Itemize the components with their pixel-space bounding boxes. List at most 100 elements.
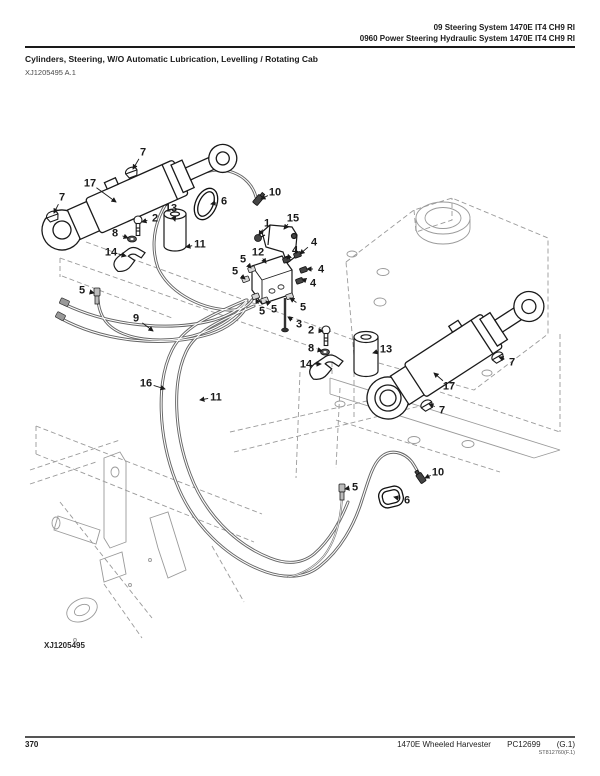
o-ring-6-bottom	[377, 485, 405, 509]
callout-leader	[372, 349, 379, 355]
callout-label: 12	[252, 247, 264, 259]
callout-label: 5	[259, 306, 265, 318]
plug-7a	[124, 166, 138, 179]
page-header: 09 Steering System 1470E IT4 CH9 RI 0960…	[360, 22, 575, 44]
figure-caption: XJ1205495	[44, 641, 85, 650]
callout-label: 6	[404, 495, 410, 507]
section-title: Cylinders, Steering, W/O Automatic Lubri…	[25, 54, 318, 64]
header-rule	[25, 46, 575, 48]
callout-label: 13	[380, 344, 392, 356]
callout-label: 7	[509, 357, 515, 369]
callout-leader	[286, 253, 293, 260]
callout-label: 17	[84, 178, 96, 190]
callout-leader	[53, 203, 59, 214]
callout-label: 5	[352, 482, 358, 494]
callout-label: 2	[308, 325, 314, 337]
right-cylinder	[366, 290, 545, 420]
bolt-3	[281, 298, 289, 333]
hose-11-long	[175, 304, 350, 564]
callout-label: 16	[140, 378, 152, 390]
callout-label: 15	[287, 213, 299, 225]
hose-crimp	[59, 297, 70, 307]
hydraulic-hoses	[55, 168, 422, 578]
callout-leader	[283, 223, 289, 230]
callout-leader	[210, 200, 217, 206]
callout-label: 5	[300, 302, 306, 314]
callout-leader	[287, 316, 294, 322]
fitting-5-bottom	[338, 483, 346, 501]
callout-leader	[261, 257, 267, 264]
variant-code: XJ1205495 A.1	[25, 68, 76, 77]
clamp-14-right	[309, 354, 344, 381]
callout-label: 5	[240, 254, 246, 266]
header-line2: 0960 Power Steering Hydraulic System 147…	[359, 34, 575, 43]
callout-leader	[88, 289, 95, 295]
callout-leader	[301, 278, 308, 284]
callout-leader	[171, 215, 177, 222]
callout-label: 5	[271, 304, 277, 316]
callout-label: 10	[432, 467, 444, 479]
footer-catalog: PC12699	[507, 740, 541, 749]
footer-rule	[25, 736, 575, 738]
callout-leader	[393, 495, 400, 501]
callout-label: 5	[79, 285, 85, 297]
callout-label: 4	[311, 237, 318, 249]
callout-label: 7	[140, 147, 146, 159]
callout-label: 2	[152, 213, 158, 225]
callout-leader	[96, 187, 117, 203]
callout-leader	[289, 297, 297, 303]
bushing-13-left	[163, 208, 187, 252]
callout-leader	[316, 347, 323, 353]
callout-label: 11	[210, 392, 222, 404]
callout-leader	[142, 322, 154, 332]
callout-label: 14	[300, 359, 313, 371]
callout-leader	[141, 218, 148, 224]
callout-leader	[118, 252, 127, 258]
callout-leader	[498, 356, 505, 362]
callout-label: 5	[232, 266, 238, 278]
callout-label: 6	[221, 196, 227, 208]
o-ring-6-top	[193, 187, 219, 221]
callout-leader	[122, 233, 129, 239]
page-number: 370	[25, 740, 39, 749]
bushing-13-right	[353, 330, 379, 378]
callout-leader	[132, 158, 140, 170]
callout-leader	[433, 372, 444, 382]
callout-leader	[185, 243, 193, 249]
footer-right: 1470E Wheeled Harvester PC12699 (G.1)	[383, 740, 575, 749]
callout-leader	[245, 262, 252, 269]
nut-8-right	[320, 348, 330, 356]
header-line1: 09 Steering System 1470E IT4 CH9 RI	[433, 23, 575, 32]
callout-label: 8	[308, 343, 314, 355]
callout-label: 13	[165, 203, 177, 215]
callout-label: 10	[269, 187, 281, 199]
callout-leader	[260, 194, 269, 200]
left-cylinder	[41, 143, 238, 251]
callout-leader	[265, 300, 272, 307]
fitting-5-left	[93, 287, 101, 305]
callout-leader	[199, 396, 209, 402]
hose-crimp	[55, 311, 66, 321]
callout-label: 14	[105, 247, 118, 259]
bolt-2-right	[321, 325, 331, 347]
callout-label: 1	[264, 218, 270, 230]
callout-label: 7	[439, 405, 445, 417]
callout-label: 9	[133, 313, 139, 325]
manifold-12	[251, 255, 293, 305]
callout-leader	[428, 403, 435, 409]
bolt-2-left	[133, 215, 143, 237]
callout-label: 4	[318, 264, 325, 276]
footer-revision: (G.1)	[556, 740, 575, 749]
callout-leader	[299, 246, 309, 255]
bolt-1	[254, 234, 266, 242]
callout-label: 17	[443, 381, 455, 393]
plug-7b	[45, 210, 59, 223]
callout-label: 7	[59, 192, 65, 204]
clamp-14-left	[113, 246, 146, 273]
callout-label: 4	[310, 278, 317, 290]
footer-sub-code: ST812760(F.1)	[538, 750, 575, 756]
callout-label: 3	[296, 319, 302, 331]
